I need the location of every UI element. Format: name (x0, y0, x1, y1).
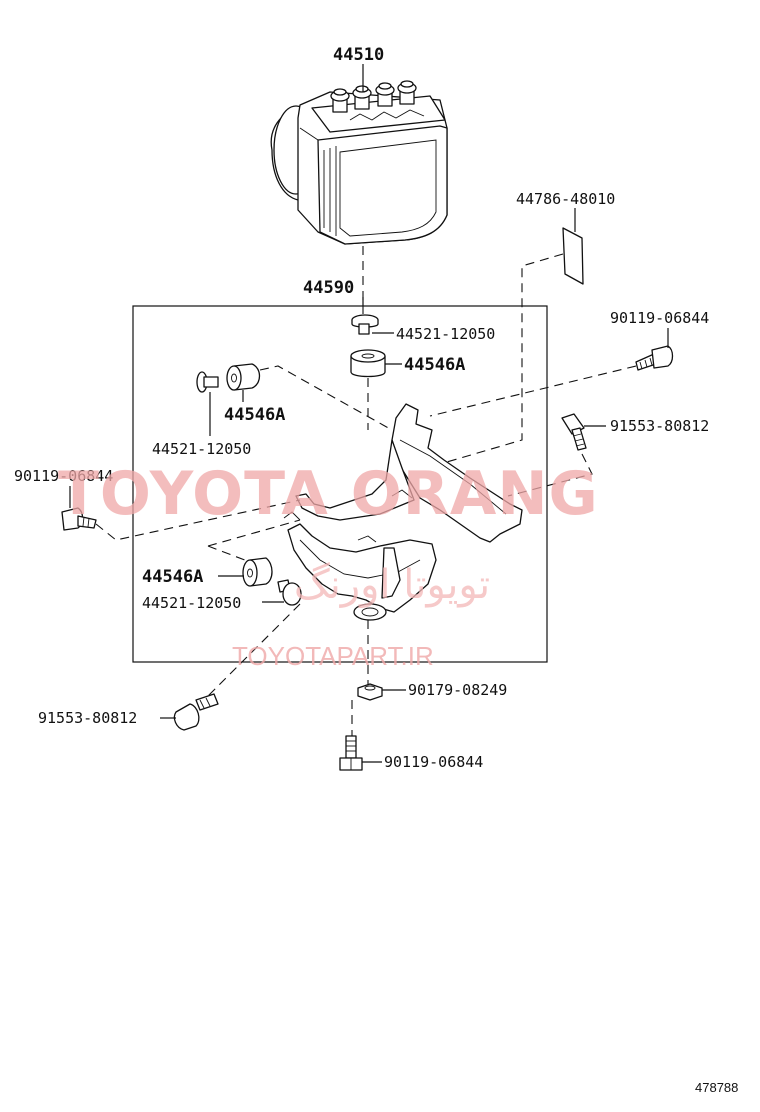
label-sticker (562, 227, 584, 285)
label-bolt-left: 90119-06844 (14, 467, 113, 485)
nut-bottom (357, 683, 383, 701)
abs-bracket (283, 403, 523, 621)
bolt-left (61, 507, 97, 531)
label-44510: 44510 (333, 45, 384, 65)
bracket-assembly-box (132, 305, 548, 663)
label-bolt-top-right: 90119-06844 (610, 309, 709, 327)
cushion-top (350, 349, 386, 378)
label-cushion-top: 44546A (404, 355, 465, 375)
watermark-url: TOYOTAPART.IR (232, 641, 434, 671)
collar-lower (277, 579, 302, 606)
watermark-brand: TOYOTA ORANG (58, 459, 599, 529)
label-bolt-bottom: 90119-06844 (384, 753, 483, 771)
reference-number: 478788 (695, 1080, 738, 1095)
cushion-lower (242, 557, 273, 587)
label-collar-top: 44521-12050 (396, 325, 495, 343)
label-44590: 44590 (303, 278, 354, 298)
label-cushion-lower: 44546A (142, 567, 203, 587)
abs-actuator (270, 80, 448, 245)
label-44786-48010: 44786-48010 (516, 190, 615, 208)
label-collar-lower: 44521-12050 (142, 594, 241, 612)
label-bolt-bottom-left: 91553-80812 (38, 709, 137, 727)
bolt-bottom (339, 735, 363, 771)
collar-top (351, 314, 379, 335)
bolt-bottom-left (173, 693, 219, 731)
label-nut-bottom: 90179-08249 (408, 681, 507, 699)
label-collar-left: 44521-12050 (152, 440, 251, 458)
bolt-mid-right (561, 413, 587, 451)
label-bolt-mid-right: 91553-80812 (610, 417, 709, 435)
label-cushion-left: 44546A (224, 405, 285, 425)
cushion-left (226, 363, 261, 391)
bolt-top-right (635, 345, 674, 371)
watermark-persian: تویوتا اورنگ (294, 562, 490, 608)
collar-left (196, 371, 219, 393)
